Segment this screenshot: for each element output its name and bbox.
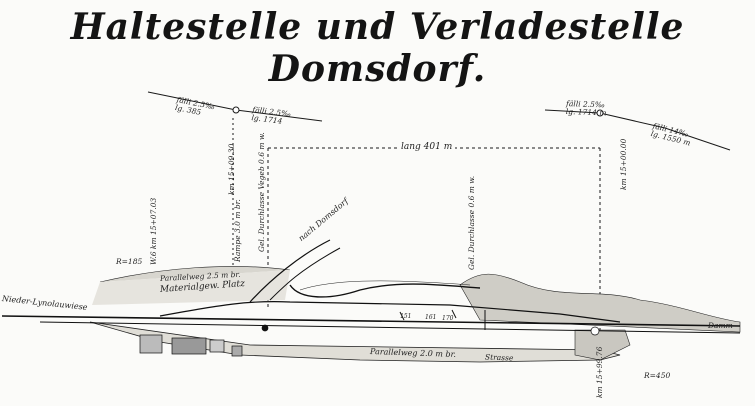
km-bottom-right-label: km 15+99.76 <box>595 346 604 398</box>
radius-left-label: R=185 <box>116 257 143 266</box>
track-number-2: 161 <box>425 314 437 321</box>
ramp-label: Rampe 3.0 m br. <box>233 199 242 262</box>
siding-track <box>159 300 621 323</box>
branch-loop <box>289 283 481 298</box>
gradient-line-right <box>544 109 731 151</box>
culvert-markers <box>399 309 486 330</box>
right-edge-label: Damm <box>708 321 733 330</box>
road-label: Strasse <box>484 352 514 363</box>
main-track <box>1 315 741 327</box>
station-length-label: lang 401 m <box>398 143 456 152</box>
page-title: Haltestelle und Verladestelle Domsdorf. <box>70 6 685 90</box>
main-track-2 <box>39 321 741 334</box>
gradient-change-marker <box>232 106 240 114</box>
embankment-hatching <box>92 266 741 333</box>
branch-to-domsdorf <box>249 239 331 303</box>
lower-embankment <box>89 321 621 363</box>
loading-track-label: Gel. Durchlasse Vegeb 0.6 m w. <box>257 132 266 252</box>
gradient-label-3: fälli 2.5‰lg. 1714 m <box>565 99 607 117</box>
km-left-top-label: km 15+09.30 <box>227 143 236 195</box>
track-number-1: 151 <box>400 313 412 320</box>
lower-embankment-right <box>574 329 631 361</box>
track-number-3: 170 <box>442 315 454 322</box>
gradient-line-left <box>147 91 323 122</box>
gradient-change-marker-right <box>596 109 604 117</box>
branch-to-domsdorf-2 <box>269 247 341 301</box>
station-buildings <box>139 324 600 357</box>
radius-right-label: R=450 <box>644 371 671 380</box>
km-right-top-label: km 15+00.00 <box>619 138 628 190</box>
loading-track-right-label: Gel. Durchlasse 0.6 m w. <box>467 175 476 270</box>
wb-km-label: W.6 km 15+07.03 <box>149 197 158 265</box>
